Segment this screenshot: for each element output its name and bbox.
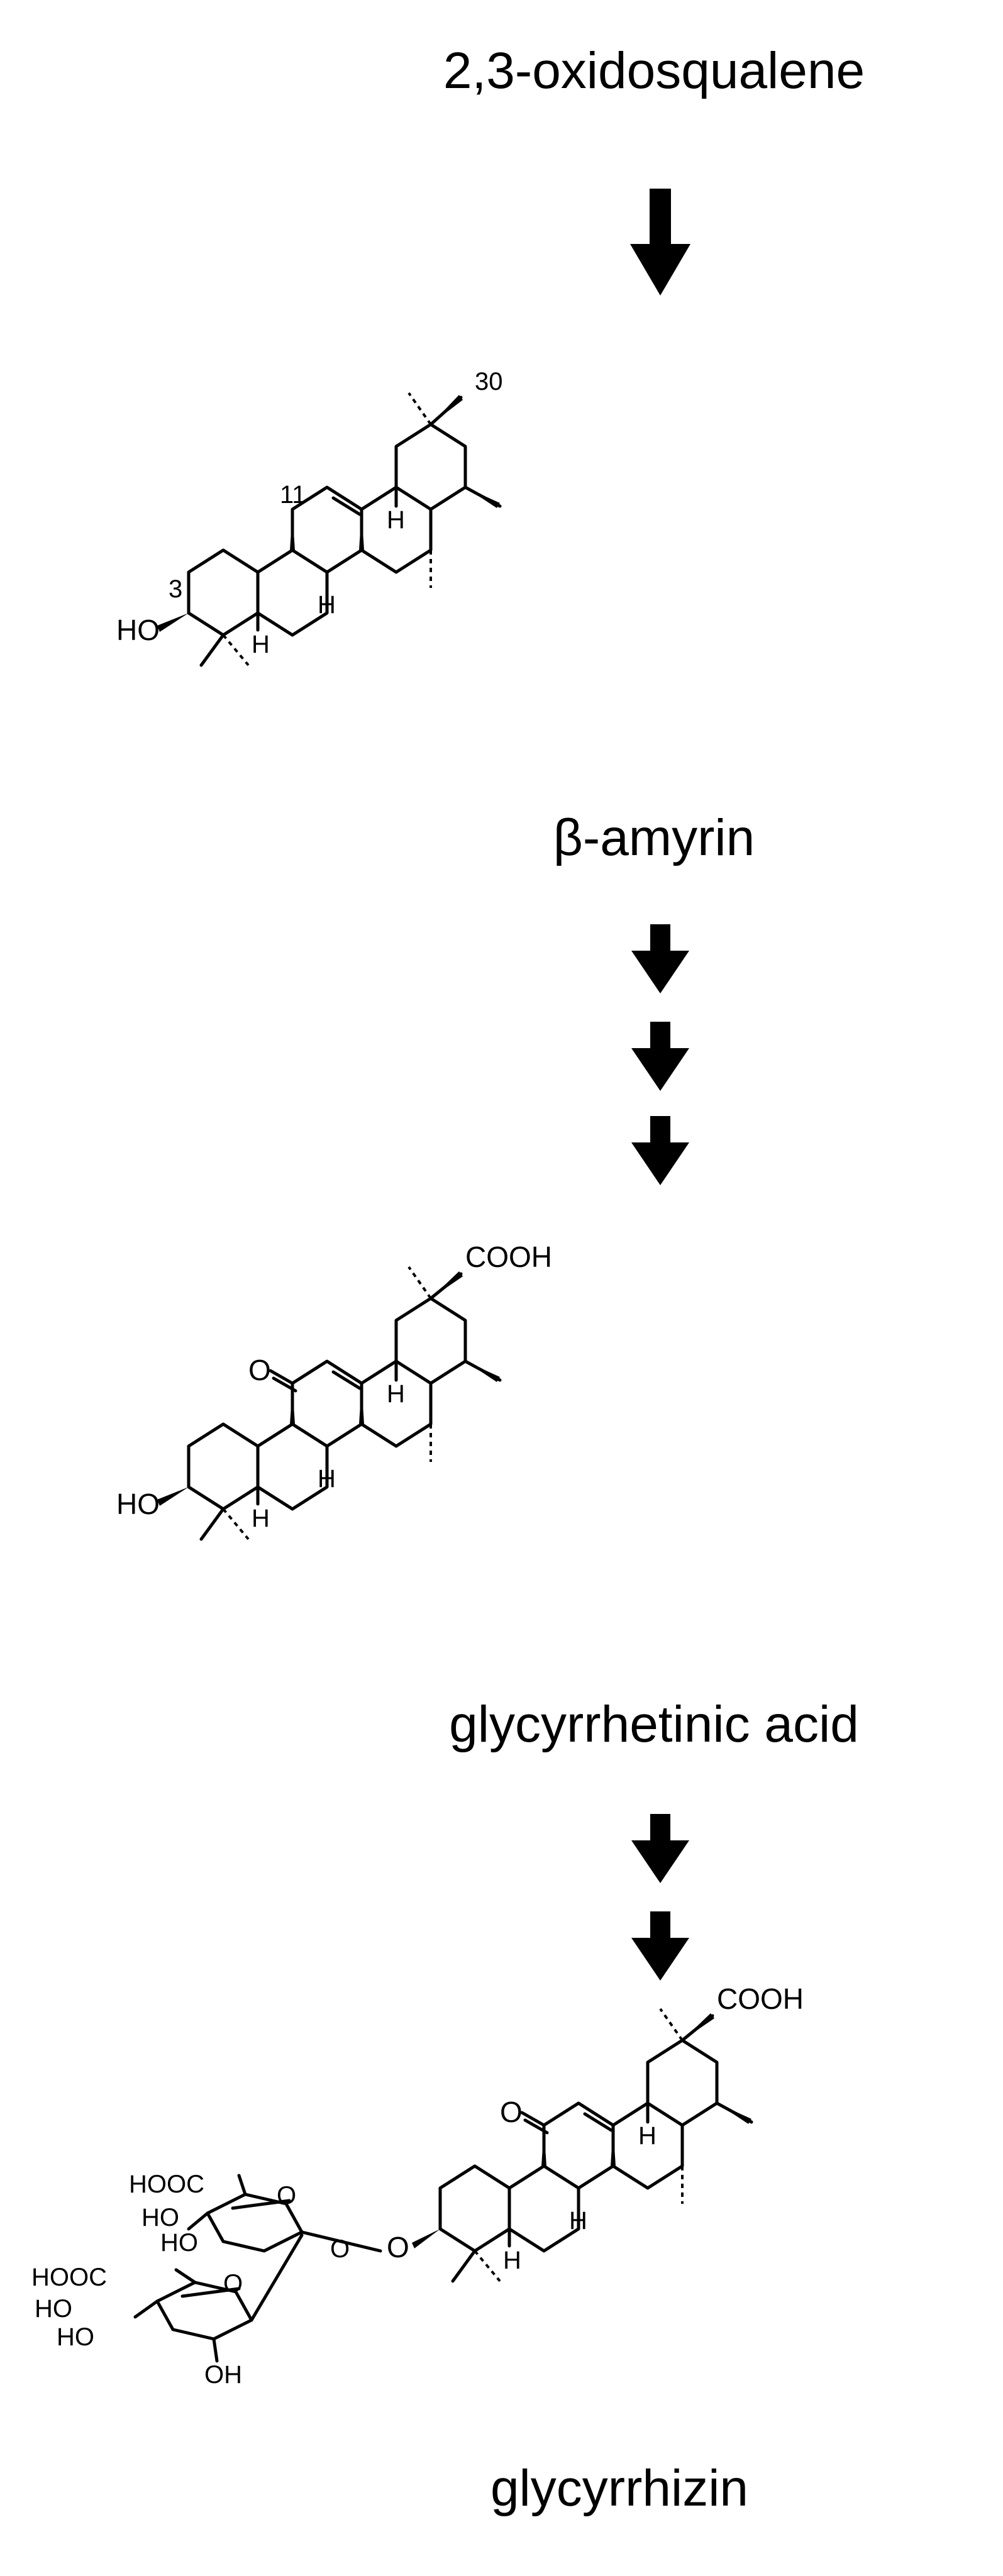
arrow-6-icon: [631, 1911, 689, 1981]
label-ho: HO: [116, 614, 160, 646]
beta-amyrin-structure: 30 11 3 HO H H H: [116, 368, 503, 665]
label-c30: 30: [475, 368, 503, 395]
label-c11: 11: [280, 481, 306, 509]
label-cooh: COOH: [717, 1982, 804, 2015]
arrow-4-icon: [631, 1116, 689, 1185]
arrow-1-icon: [630, 189, 690, 296]
compound-name-glycyrrhizin: glycyrrhizin: [490, 2460, 748, 2517]
arrow-5-icon: [631, 1814, 689, 1883]
label-g2-ho1: HO: [35, 2295, 72, 2323]
label-ketone-o: O: [500, 2096, 523, 2128]
label-g1-link-o: O: [330, 2235, 350, 2263]
label-g2-ho2: HO: [57, 2323, 94, 2351]
label-h-c5: H: [503, 2247, 521, 2274]
glycyrrhetinic-acid-structure: COOH O HO H H H: [116, 1241, 552, 1539]
compound-name-beta-amyrin: β-amyrin: [553, 809, 755, 866]
label-ketone-o: O: [248, 1354, 271, 1386]
label-glycoside-o: O: [387, 2231, 409, 2264]
label-g1-ring-o: O: [277, 2182, 296, 2209]
start-compound-label: 2,3-oxidosqualene: [443, 42, 865, 99]
label-g2-ring-o: O: [223, 2270, 243, 2297]
label-c3: 3: [169, 575, 182, 603]
label-ho: HO: [116, 1488, 160, 1520]
label-h-c18: H: [387, 506, 405, 534]
label-h-c18: H: [638, 2122, 657, 2150]
label-h-c9: H: [318, 1465, 336, 1493]
label-h-c18: H: [387, 1380, 405, 1408]
arrow-2-icon: [631, 924, 689, 993]
label-h-c9: H: [569, 2207, 587, 2235]
label-h-c5: H: [252, 631, 270, 658]
label-h-c9: H: [318, 591, 336, 619]
label-g1-hooc: HOOC: [129, 2170, 204, 2198]
arrow-3-icon: [631, 1022, 689, 1091]
glycyrrhizin-structure: COOH O H H H O: [387, 1982, 804, 2281]
glucuronide-disaccharide: HOOC HO HO O O HOOC HO HO O OH: [31, 2170, 382, 2389]
label-g1-ho2: HO: [160, 2229, 198, 2257]
label-g2-oh: OH: [204, 2361, 242, 2389]
label-g2-hooc: HOOC: [31, 2264, 107, 2291]
label-g1-ho1: HO: [141, 2204, 179, 2231]
compound-name-glycyrrhetinic-acid: glycyrrhetinic acid: [449, 1696, 859, 1753]
label-h-c5: H: [252, 1505, 270, 1532]
label-cooh: COOH: [465, 1241, 552, 1273]
